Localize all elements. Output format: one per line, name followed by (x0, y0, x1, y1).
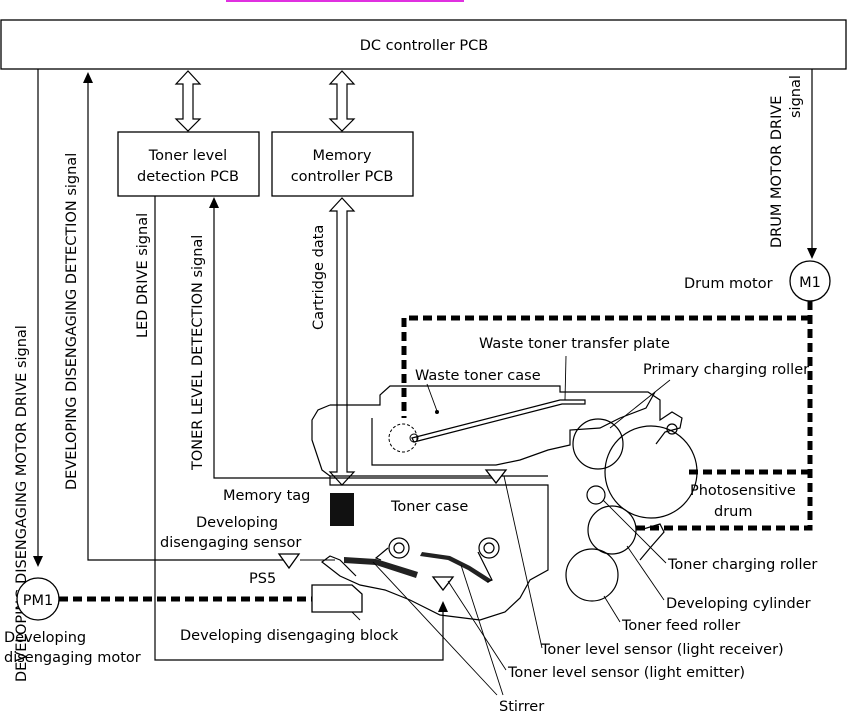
developing-motor-label-2: disengaging motor (4, 650, 141, 666)
cartridge-data-label: Cartridge data (311, 225, 327, 330)
light-emitter-symbol (431, 576, 455, 592)
toner-level-detection-signal-label: TONER LEVEL DETECTION signal (190, 235, 206, 471)
waste-toner-case-label: Waste toner case (415, 368, 541, 384)
drum-motor-drive-signal-label-2: signal (788, 75, 804, 118)
dc-controller-pcb-box (0, 19, 847, 70)
dev-block-label: Developing disengaging block (180, 628, 399, 644)
primary-charging-roller (572, 418, 624, 470)
light-emitter-leader (447, 580, 507, 671)
dc-controller-pcb-label: DC controller PCB (360, 38, 489, 54)
small-roller (586, 485, 606, 505)
dev-detection-line (83, 72, 283, 561)
cartridge-housing (311, 385, 683, 621)
ps5-label: PS5 (249, 571, 276, 587)
bus-arrow-memory-pcb (328, 70, 356, 132)
bus-arrow-toner-pcb (174, 70, 202, 132)
memory-controller-pcb-box (271, 131, 414, 197)
memory-tag-label: Memory tag (223, 488, 310, 504)
memory-pcb-label-1: Memory (313, 148, 372, 164)
developing-cylinder-leader (626, 545, 665, 601)
light-receiver-symbol (484, 469, 508, 485)
primary-charging-roller-label: Primary charging roller (643, 362, 809, 378)
toner-case-label: Toner case (390, 499, 468, 515)
header-link-underline[interactable] (226, 0, 464, 2)
drum-bracket (639, 523, 665, 561)
toner-level-detection-pcb-box (117, 131, 260, 197)
toner-feed-roller-leader (603, 595, 621, 623)
light-receiver-leader (503, 475, 543, 649)
stirrer-left (343, 537, 418, 578)
memory-pcb-label-2: controller PCB (291, 169, 394, 185)
toner-charging-roller-leader (602, 499, 667, 564)
dev-block-leader (351, 611, 361, 621)
stirrer-leader-right (460, 564, 504, 696)
developing-disengaging-block (311, 584, 363, 613)
stirrer-leader-left (372, 561, 498, 696)
waste-toner-case-circle (388, 423, 418, 453)
ps5-sensor-symbol (277, 553, 301, 570)
primary-charging-roller-leader (609, 379, 671, 429)
bus-arrow-cartridge-data (328, 197, 356, 486)
waste-toner-case-hub (409, 433, 419, 443)
photosensitive-drum-label-1: Photosensitive (690, 483, 796, 499)
dev-motor-drive-signal-label: DEVELOPING DISENGAGING MOTOR DRIVE signa… (14, 325, 30, 682)
toner-feed-roller-label: Toner feed roller (621, 618, 740, 634)
light-receiver-label: Toner level sensor (light receiver) (540, 642, 784, 658)
led-drive-line (154, 196, 448, 661)
developing-motor-pm1: PM1 (23, 593, 53, 609)
waste-toner-transfer-plate-label: Waste toner transfer plate (479, 336, 670, 352)
waste-toner-case-leader (426, 383, 438, 412)
drum-motor-m1: M1 (799, 275, 821, 291)
stirrer-right (420, 537, 500, 583)
drum-motor-drive-line (807, 69, 817, 259)
photosensitive-drum (604, 425, 698, 519)
dev-motor-drive-line (33, 69, 43, 567)
dev-sensor-label-1: Developing (196, 515, 278, 531)
toner-level-detection-line (209, 197, 496, 479)
memory-tag (330, 493, 354, 526)
drum-drive-path (401, 301, 813, 531)
toner-level-pcb-label-1: Toner level (148, 148, 227, 164)
drum-motor-drive-signal-label-1: DRUM MOTOR DRIVE (769, 96, 785, 248)
photosensitive-drum-label-2: drum (714, 504, 752, 520)
dev-sensor-label-2: disengaging sensor (160, 535, 301, 551)
drum-motor-label: Drum motor (684, 276, 773, 292)
toner-charging-roller-label: Toner charging roller (667, 557, 817, 573)
dev-detection-signal-label: DEVELOPING DISENGAGING DETECTION signal (64, 153, 80, 490)
toner-feed-roller (565, 548, 619, 602)
stirrer-label: Stirrer (499, 699, 544, 713)
light-emitter-label: Toner level sensor (light emitter) (507, 665, 745, 681)
waste-toner-case-dot (435, 410, 439, 414)
developing-cylinder-label: Developing cylinder (666, 596, 811, 612)
developing-cylinder (587, 505, 637, 555)
toner-level-pcb-label-2: detection PCB (137, 169, 239, 185)
developing-motor-label-1: Developing (4, 630, 86, 646)
led-drive-signal-label: LED DRIVE signal (135, 213, 151, 338)
drum-shutter-pin (666, 423, 678, 435)
